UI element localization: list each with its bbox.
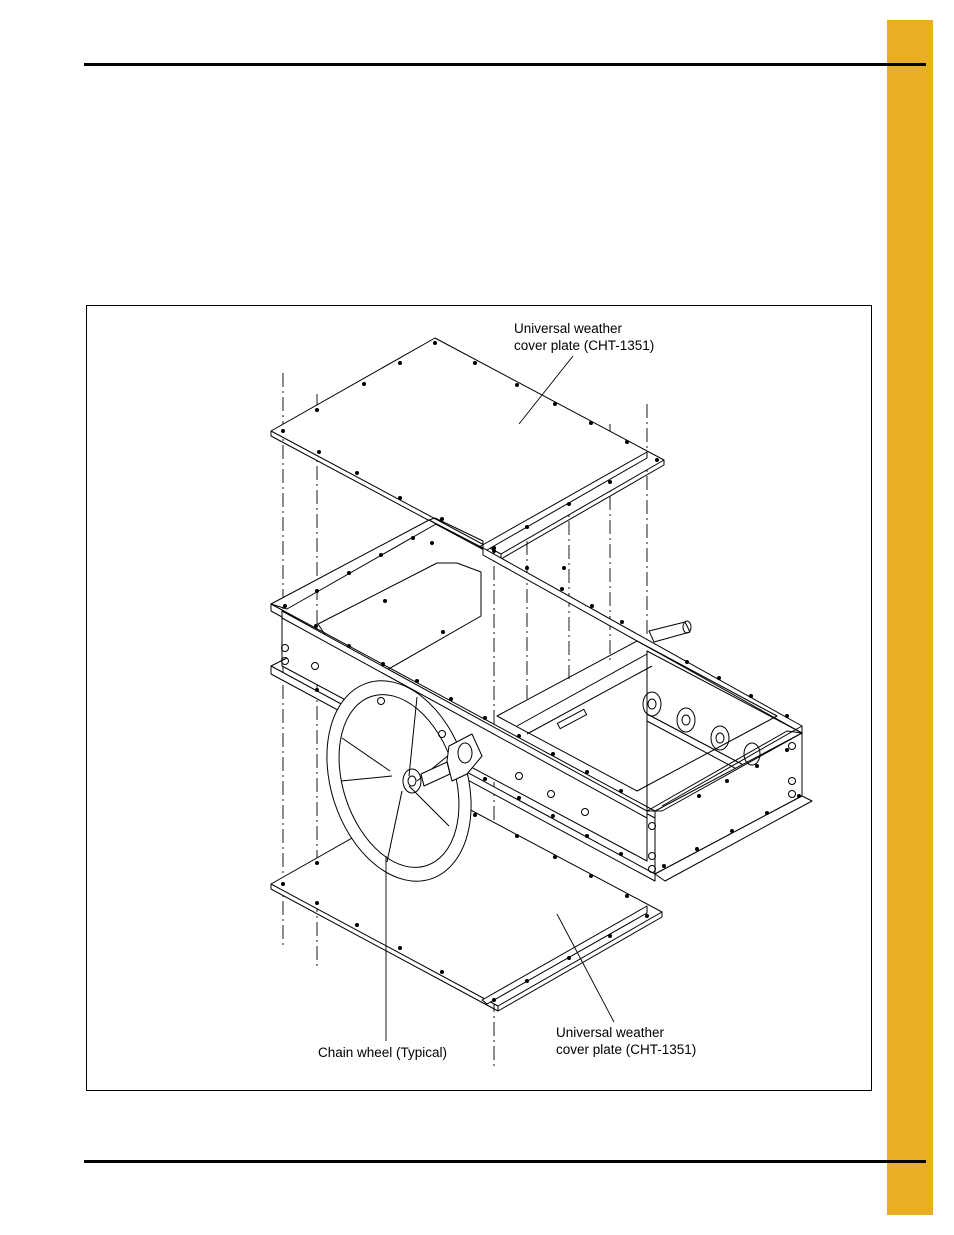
rollers [642, 691, 761, 766]
chain-wheel-callout: Chain wheel (Typical) [318, 1045, 448, 1060]
leader-lines [385, 355, 615, 1041]
bottom-cover-plate-callout: Universal weather cover plate (CHT-1351) [556, 1025, 697, 1057]
top-cover-plate [270, 337, 665, 560]
hex-nuts [281, 644, 796, 873]
gate-exploded-drawing [270, 337, 813, 1068]
top-plate-holes [281, 341, 659, 550]
figure-frame: Universal weather cover plate (CHT-1351)… [86, 305, 872, 1091]
footer-rule [84, 1160, 926, 1163]
header-rule [84, 63, 926, 66]
top-cover-plate-callout: Universal weather cover plate (CHT-1351) [514, 321, 655, 353]
chain-wheel [326, 680, 483, 882]
chapter-side-tab [887, 20, 933, 1215]
flange-holes [283, 536, 801, 868]
